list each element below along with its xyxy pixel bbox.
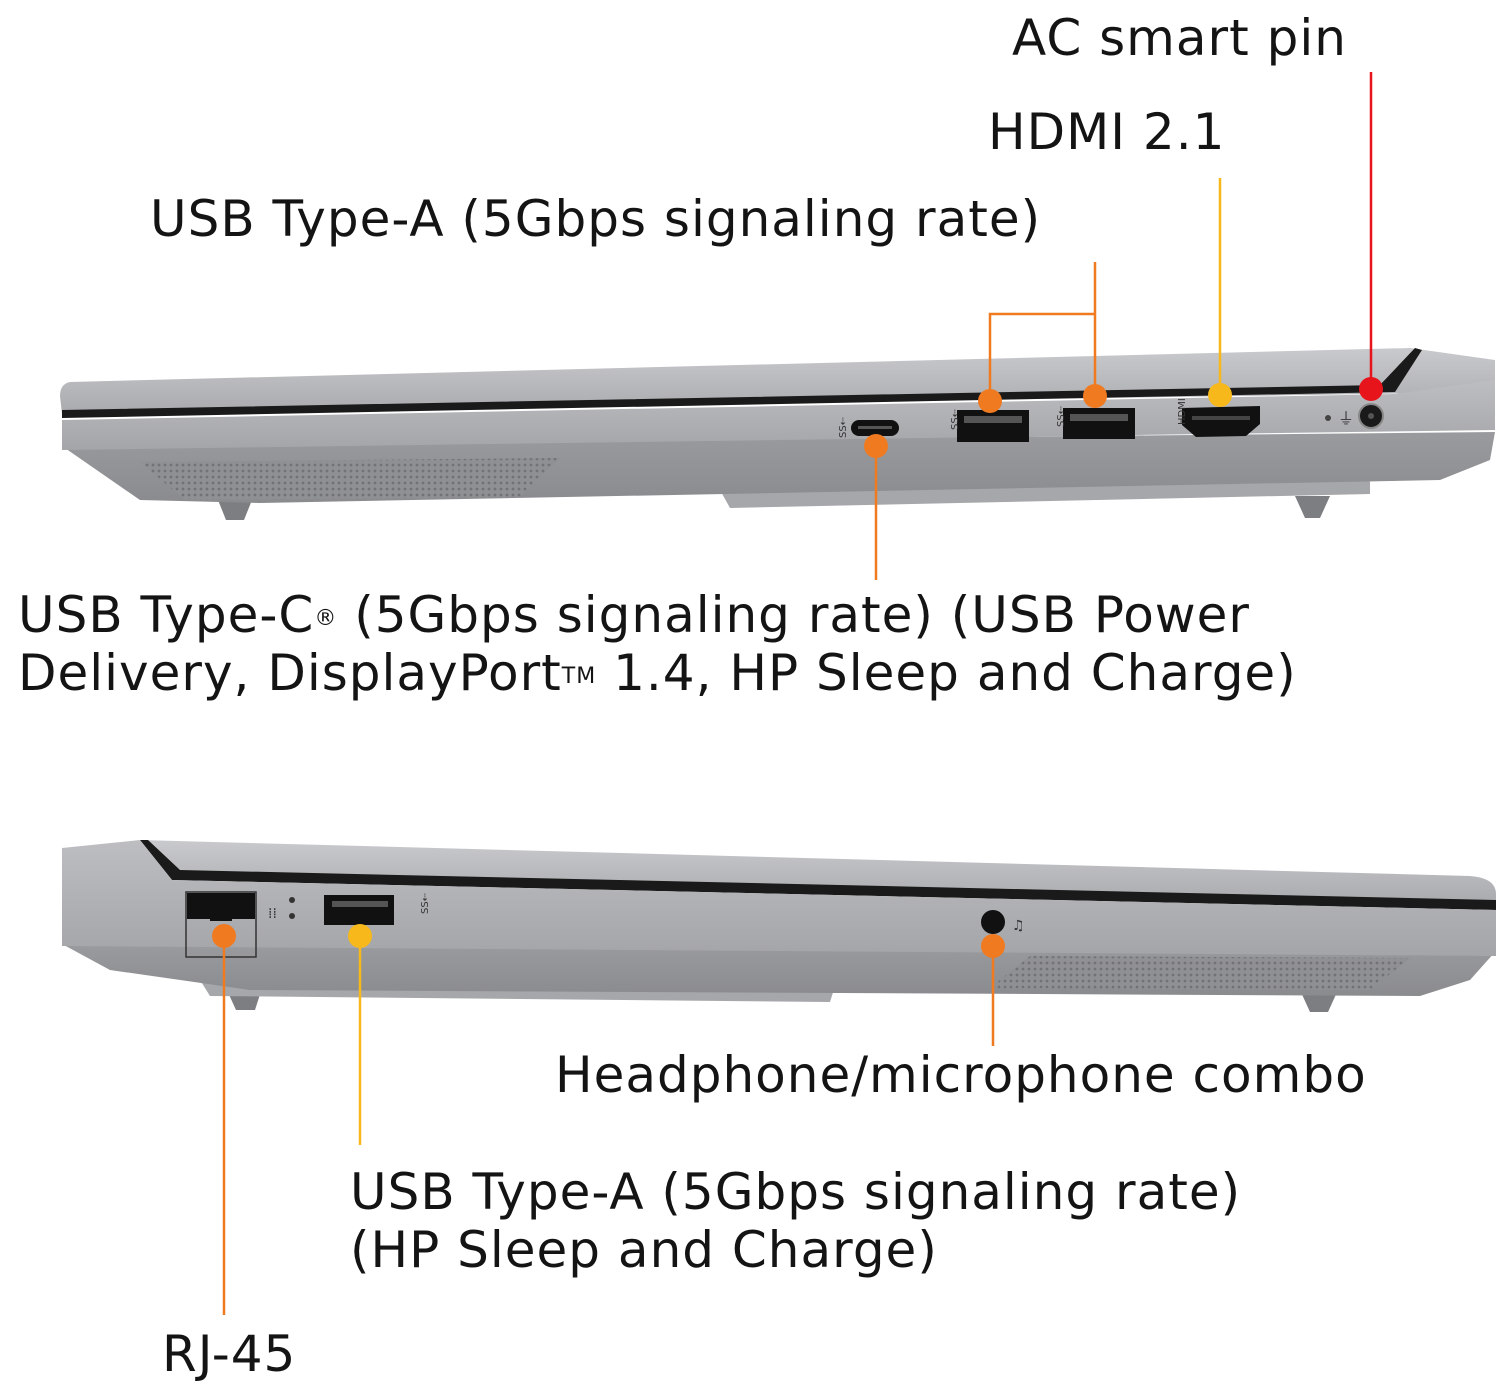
rj45-port: [185, 891, 257, 958]
usb-c-desc: (5Gbps signaling rate) (USB Power: [337, 586, 1250, 644]
audio-jack: [981, 910, 1005, 934]
lid-2: [140, 840, 1496, 904]
registered-mark: ®: [314, 606, 338, 631]
dot-ac-pin: [1359, 377, 1383, 401]
dot-rj45: [212, 924, 236, 948]
svg-text:SS⇠: SS⇠: [950, 408, 961, 430]
label-usb-type-a-left-line2: (HP Sleep and Charge): [350, 1221, 938, 1279]
headset-icon: ♫: [1012, 918, 1025, 934]
dot-hdmi: [1208, 383, 1232, 407]
usb-c-desc-2a: Delivery, DisplayPort: [18, 644, 562, 702]
hdmi-mark: HDMI: [1177, 398, 1188, 425]
callouts-right: [864, 72, 1383, 580]
label-usb-type-a-left-line1: USB Type-A (5Gbps signaling rate): [350, 1163, 1242, 1221]
base-2: [62, 840, 1496, 956]
led-1: [289, 897, 295, 903]
dot-usb-a-1: [978, 389, 1002, 413]
lid: [60, 348, 1495, 414]
speaker-grille-right: [140, 458, 560, 500]
leader-usb-a: [988, 262, 1097, 400]
speaker-grille-left: [990, 956, 1410, 990]
callouts-left: [212, 924, 1005, 1315]
dot-usb-c: [864, 434, 888, 458]
label-usb-type-c-line1: USB Type-C® (5Gbps signaling rate) (USB …: [18, 586, 1250, 644]
hdmi-port: [1182, 406, 1260, 437]
power-led: [1325, 415, 1331, 421]
foot-right: [1295, 496, 1330, 518]
label-rj45: RJ-45: [162, 1325, 297, 1383]
laptop-left-side: ⁞⁞ SS⇠ ♫: [62, 840, 1496, 1012]
usb-a-port-2: [1063, 408, 1135, 439]
svg-text:SS⇠: SS⇠: [420, 892, 431, 914]
label-headphone-combo: Headphone/microphone combo: [555, 1046, 1367, 1104]
svg-text:SS⇠: SS⇠: [1056, 405, 1067, 427]
foot-left: [218, 500, 252, 520]
dot-headphone: [981, 934, 1005, 958]
usb-a-port-1: [957, 410, 1029, 442]
usb-a-port-left: [324, 895, 394, 925]
lid-seam-2: [140, 840, 1496, 910]
ss-symbol-c: SS⇠: [838, 416, 849, 438]
lid-seam: [62, 348, 1422, 418]
base: [62, 380, 1495, 450]
network-icon: ⁞⁞: [268, 906, 277, 922]
trademark-mark: TM: [561, 664, 597, 689]
label-usb-type-c-line2: Delivery, DisplayPortTM 1.4, HP Sleep an…: [18, 644, 1297, 702]
led-2: [289, 913, 295, 919]
usb-c-name: USB Type-C: [18, 586, 315, 644]
laptop-right-side: SS⇠ SS⇠ SS⇠ HDMI ⏚: [60, 348, 1495, 520]
label-ac-smart-pin: AC smart pin: [1012, 9, 1347, 67]
plug-icon: ⏚: [1338, 409, 1354, 428]
label-hdmi: HDMI 2.1: [988, 103, 1226, 161]
usb-c-desc-2b: 1.4, HP Sleep and Charge): [596, 644, 1297, 702]
label-usb-type-a-right: USB Type-A (5Gbps signaling rate): [150, 190, 1042, 248]
dot-usb-a-left: [348, 924, 372, 948]
dot-usb-a-2: [1083, 384, 1107, 408]
